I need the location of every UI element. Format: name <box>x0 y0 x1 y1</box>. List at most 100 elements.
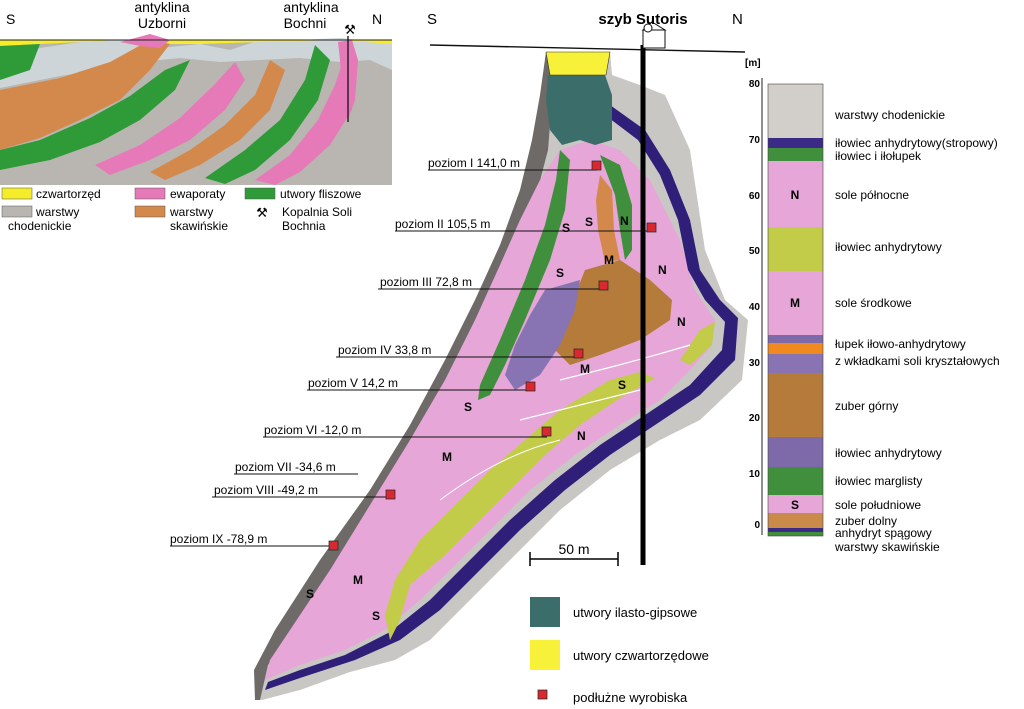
legend-label-flysch: utwory fliszowe <box>280 187 362 201</box>
shaft-headframe-icon <box>641 21 667 49</box>
anticline-bochni-line1: antyklina <box>283 0 338 15</box>
inset-evaporite-crest <box>120 34 170 48</box>
column-unit-label: [m] <box>745 58 761 69</box>
column-unit-labels: warstwy chodenickie iłowiec anhydrytowy(… <box>834 108 1000 554</box>
inset-flysch-b <box>0 60 190 170</box>
column-frame <box>767 83 824 537</box>
column-unit-claystone-shale <box>768 148 823 161</box>
column-label-north-salts: sole północne <box>835 188 909 202</box>
legend-label-skawina-1: warstwy <box>169 205 213 219</box>
section-orange-streak <box>596 175 620 262</box>
section-clay-gypsum-cap <box>546 75 612 145</box>
anticline-uzborni-line2: Uzborni <box>138 15 186 31</box>
column-label-marl-claystone: iłowiec marglisty <box>835 474 922 488</box>
letter-s-3: S <box>556 266 564 280</box>
inset-skawina-a <box>0 40 170 150</box>
column-label-middle-salts: sole środkowe <box>835 296 912 310</box>
level-I-marker <box>591 160 602 171</box>
legend-label-chodenice-2: chodenickie <box>8 219 72 233</box>
legend-label-chodenice-1: warstwy <box>35 205 79 219</box>
inset-south-label: S <box>6 11 15 27</box>
inset-light-band <box>0 38 392 88</box>
legend-label-evaporites: ewaporaty <box>170 187 225 201</box>
inset-evaporite-a <box>95 62 245 175</box>
anticline-uzborni-line1: antyklina <box>134 0 189 15</box>
column-label-lower-zuber: zuber dolny <box>835 514 897 528</box>
main-cross-section: S N szyb Sutoris <box>254 11 748 700</box>
section-detail-line-1 <box>519 389 641 421</box>
scale-bar-label: 50 m <box>558 541 589 557</box>
column-unit-south-salts <box>768 495 823 513</box>
anticline-bochni-line2: Bochni <box>284 15 327 31</box>
column-unit-marl-claystone <box>768 467 823 495</box>
legend-label-longitudinal-workings: podłużne wyrobiska <box>573 690 688 705</box>
level-VII-label: poziom VII -34,6 m <box>235 460 336 474</box>
column-unit-shale-anhydrite <box>768 335 823 343</box>
inset-legend: czwartorzęd ewaporaty utwory fliszowe wa… <box>1 187 362 233</box>
level-V-marker <box>525 381 536 392</box>
column-label-anhydrite-claystone-1: iłowiec anhydrytowy <box>835 240 942 254</box>
section-olive-band-right <box>680 322 715 365</box>
scale-bar: 50 m <box>529 541 619 566</box>
column-unit-roof-anhydrite <box>768 138 823 148</box>
tick-70: 70 <box>749 135 761 146</box>
column-label-skawina: warstwy skawińskie <box>834 540 940 554</box>
section-north-label: N <box>732 11 743 28</box>
legend-swatch-quaternary <box>1 187 33 200</box>
column-label-chodenice: warstwy chodenickie <box>834 108 945 122</box>
section-detail-line-3 <box>439 439 561 501</box>
section-detail-line-2 <box>559 344 691 381</box>
section-south-label: S <box>427 11 437 28</box>
column-label-upper-zuber: zuber górny <box>835 399 898 413</box>
level-VI-marker <box>541 426 552 437</box>
letter-s-2: S <box>585 215 593 229</box>
level-II-label: poziom II 105,5 m <box>395 217 490 231</box>
column-label-shale-anhydrite: łupek iłowo-anhydrytowy <box>835 337 966 351</box>
letter-n-4: N <box>577 429 586 443</box>
legend-swatch-evaporites <box>134 187 166 200</box>
level-IV-marker <box>573 348 584 359</box>
level-IV-label: poziom IV 33,8 m <box>338 343 431 357</box>
tick-60: 60 <box>749 191 761 202</box>
tick-0: 0 <box>754 520 760 531</box>
letter-n-1: N <box>620 214 629 228</box>
column-unit-skawina <box>768 532 823 536</box>
column-label-basal-anhydrite: anhydryt spągowy <box>835 526 932 540</box>
legend-mine-icon: ⚒ <box>256 205 268 220</box>
column-unit-basal-anhydrite <box>768 528 823 532</box>
column-unit-chodenice <box>768 84 823 138</box>
legend-label-skawina-2: skawińskie <box>170 219 228 233</box>
column-label-roof-anhydrite: iłowiec anhydrytowy(stropowy) <box>835 136 998 150</box>
letter-s-5: S <box>464 400 472 414</box>
letter-s-7: S <box>372 609 380 623</box>
column-unit-lower-zuber <box>768 513 823 528</box>
column-label-anhydrite-claystone-2: iłowiec anhydrytowy <box>835 446 942 460</box>
column-label-crystal-salt: z wkładkami soli kryształowych <box>835 354 1000 368</box>
level-IX-label: poziom IX -78,9 m <box>170 532 267 546</box>
level-III-marker <box>598 280 609 291</box>
inset-flysch-c <box>205 45 330 184</box>
letter-m-4: M <box>353 573 363 587</box>
level-VI-label: poziom VI -12,0 m <box>264 423 361 437</box>
letter-s-1: S <box>562 221 570 235</box>
tick-10: 10 <box>749 469 761 480</box>
tick-20: 20 <box>749 413 761 424</box>
column-unit-upper-zuber <box>768 373 823 437</box>
bottom-legend: utwory ilasto-gipsowe utwory czwartorzęd… <box>530 597 709 705</box>
legend-swatch-flysch <box>244 187 276 200</box>
column-unit-anhydrite-claystone-2 <box>768 437 823 467</box>
level-I-label: poziom I 141,0 m <box>428 156 520 170</box>
column-label-claystone-shale: iłowiec i iłołupek <box>835 149 922 163</box>
legend-swatch-chodenice <box>1 205 33 218</box>
column-label-south-salts: sole południowe <box>835 498 921 512</box>
tick-80: 80 <box>749 79 761 90</box>
shaft-label: szyb Sutoris <box>598 11 687 28</box>
section-chodenice-wall <box>254 52 555 700</box>
section-violet-lens <box>505 280 580 390</box>
column-unit-middle-salts <box>768 271 823 335</box>
level-II-marker <box>646 222 657 233</box>
letter-m-1: M <box>604 253 614 267</box>
level-V-label: poziom V 14,2 m <box>308 376 398 390</box>
